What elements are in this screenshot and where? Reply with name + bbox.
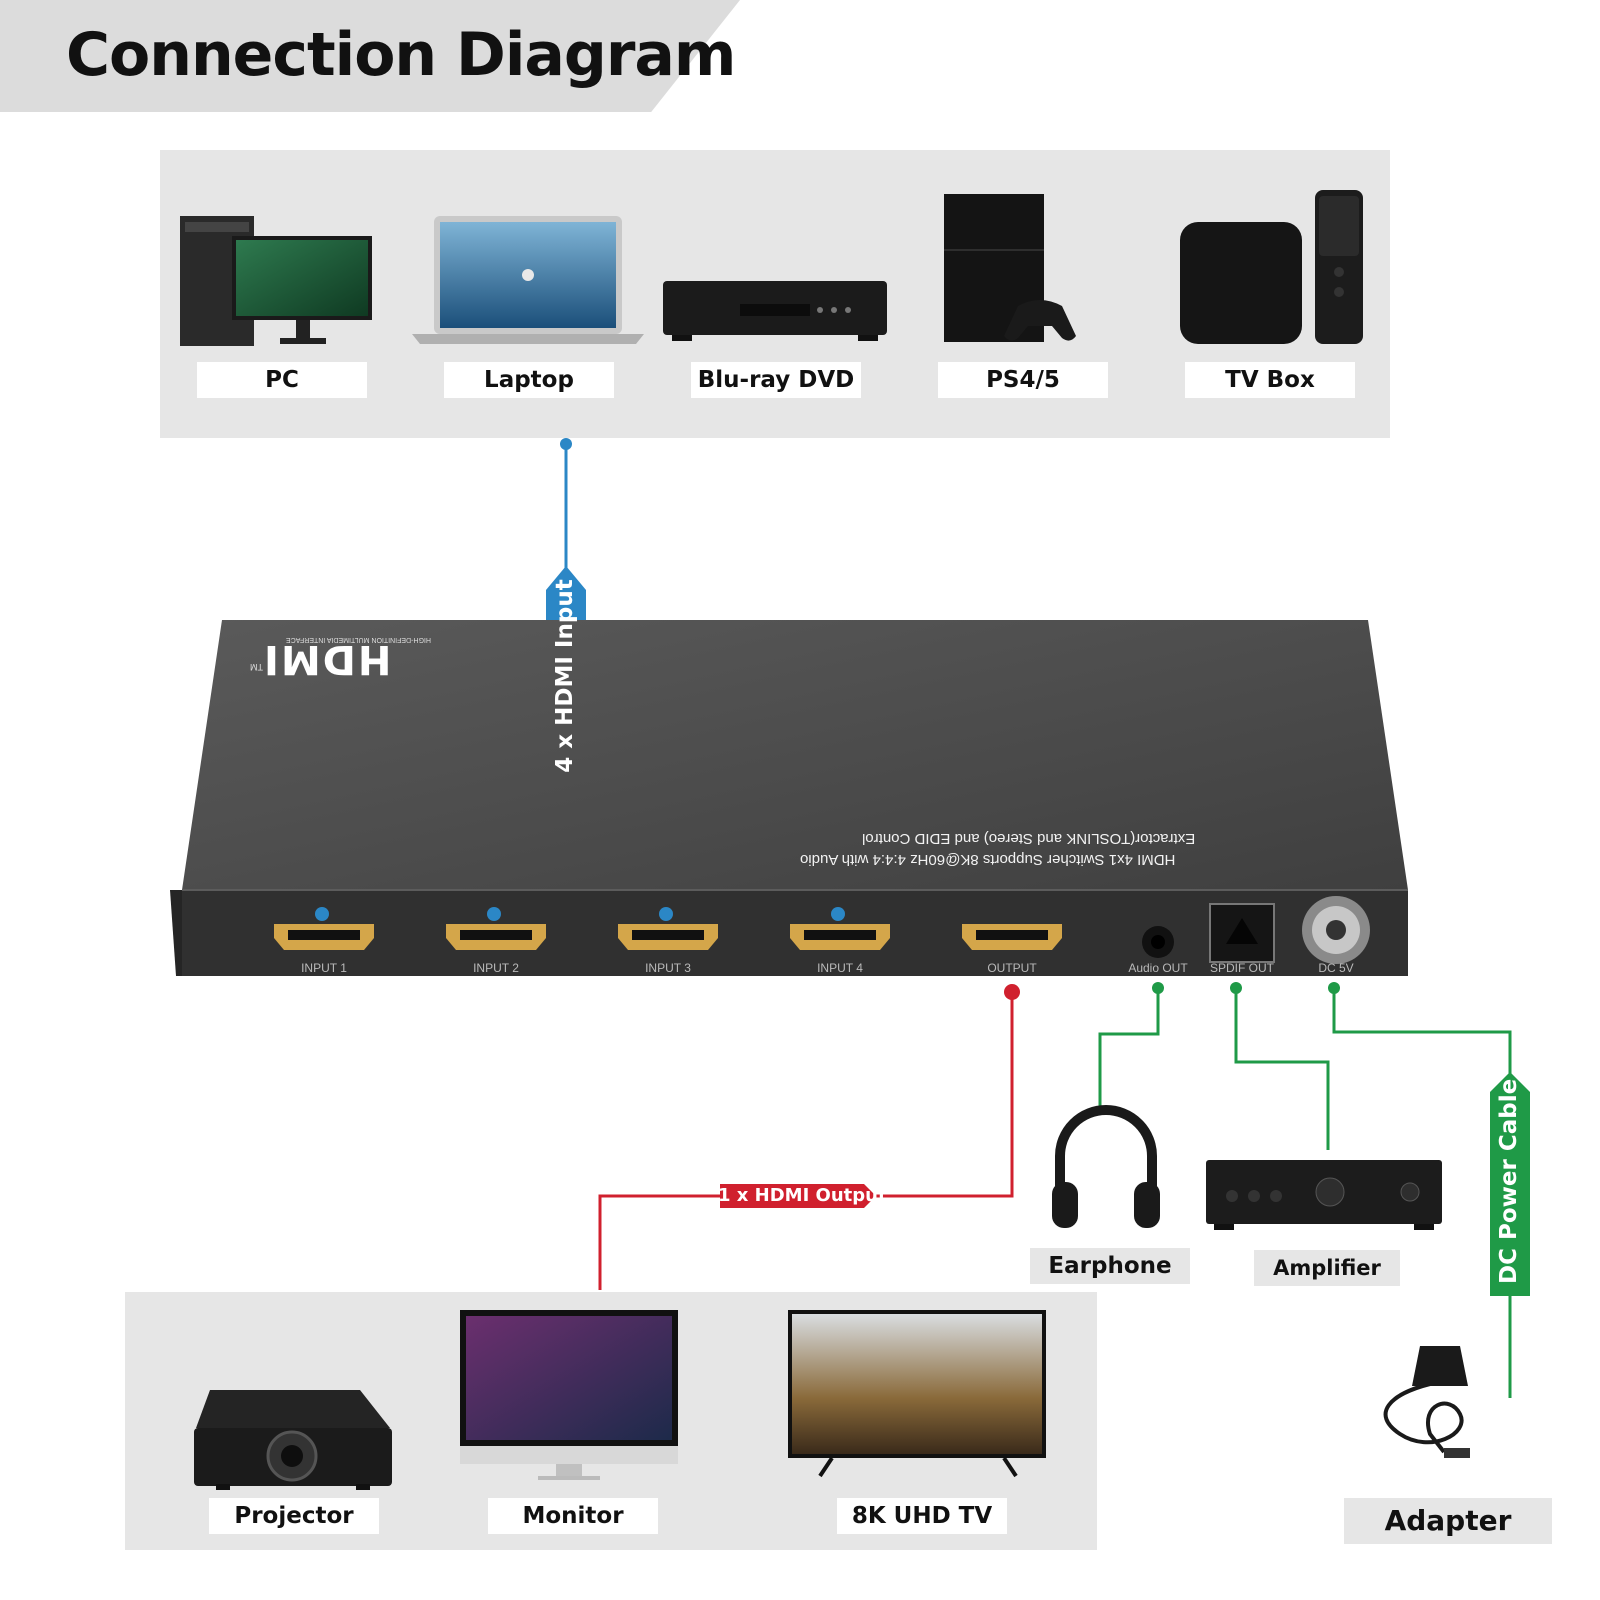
dc-power-port xyxy=(1302,896,1370,964)
display-label-tv: 8K UHD TV xyxy=(837,1498,1007,1534)
input-origin-dot xyxy=(560,438,572,450)
laptop-icon xyxy=(412,216,644,344)
amplifier-icon xyxy=(1206,1160,1442,1230)
input-tag: 4 x HDMI Input xyxy=(552,579,578,773)
bluray-player-icon xyxy=(663,281,887,341)
audio-jack-port xyxy=(1142,926,1174,958)
port-label-output: OUTPUT xyxy=(987,961,1037,975)
spdif-out-dot xyxy=(1230,982,1242,994)
hdmi-port-output xyxy=(962,924,1062,950)
power-tag-shape xyxy=(1490,1072,1530,1296)
title-band xyxy=(0,0,740,112)
tv-box-icon xyxy=(1180,190,1363,344)
display-label-monitor: Monitor xyxy=(488,1498,658,1534)
port-label-input-4: INPUT 4 xyxy=(817,961,863,975)
device-description-line1: HDMI 4x1 Switcher Supports 8K@60Hz 4:4:4… xyxy=(800,851,1176,868)
port-label-audio-out: Audio OUT xyxy=(1128,961,1188,975)
audio-label-amplifier: Amplifier xyxy=(1254,1250,1400,1286)
input-4-dot xyxy=(831,907,845,921)
hdmi-port-input-4 xyxy=(790,924,890,950)
source-label-tvbox: TV Box xyxy=(1185,362,1355,398)
output-tag-shape xyxy=(720,1184,876,1208)
tv-icon xyxy=(788,1310,1046,1478)
port-label-spdif-out: SPDIF OUT xyxy=(1209,961,1274,975)
input-1-dot xyxy=(315,907,329,921)
port-label-dc: DC 5V xyxy=(1318,961,1354,975)
source-label-ps: PS4/5 xyxy=(938,362,1108,398)
port-label-input-1: INPUT 1 xyxy=(301,961,347,975)
hdmi-port-input-3 xyxy=(618,924,718,950)
projector-icon xyxy=(194,1390,392,1490)
hdmi-port-input-1 xyxy=(274,924,374,950)
hdmi-port-input-2 xyxy=(446,924,546,950)
pc-icon xyxy=(180,216,372,346)
audio-out-dot xyxy=(1152,982,1164,994)
power-tag: DC Power Cable xyxy=(1496,1078,1522,1284)
input-2-dot xyxy=(487,907,501,921)
headphones-icon xyxy=(1052,1105,1160,1228)
output-line xyxy=(598,992,1014,1290)
source-label-bluray: Blu-ray DVD xyxy=(691,362,861,398)
game-console-icon xyxy=(944,194,1076,342)
display-label-projector: Projector xyxy=(209,1498,379,1534)
power-adapter-icon xyxy=(1383,1346,1470,1458)
device-description-line2: Extractor(TOSLINK and Stereo) and EDID C… xyxy=(862,830,1196,847)
source-label-laptop: Laptop xyxy=(444,362,614,398)
audio-label-earphone: Earphone xyxy=(1030,1248,1190,1284)
hdmi-logo-tm: TM xyxy=(250,662,263,672)
dc-dot xyxy=(1328,982,1340,994)
hdmi-logo-subtitle: HIGH-DEFINITION MULTIMEDIA INTERFACE xyxy=(286,636,431,643)
output-tag: 1 x HDMI Output xyxy=(718,1185,887,1206)
adapter-label: Adapter xyxy=(1344,1498,1552,1544)
monitor-icon xyxy=(460,1310,678,1480)
page-title: Connection Diagram xyxy=(66,20,736,90)
output-dot xyxy=(1004,984,1020,1000)
spdif-port xyxy=(1209,903,1275,963)
source-label-pc: PC xyxy=(197,362,367,398)
port-label-input-2: INPUT 2 xyxy=(473,961,519,975)
input-3-dot xyxy=(659,907,673,921)
port-label-input-3: INPUT 3 xyxy=(645,961,691,975)
